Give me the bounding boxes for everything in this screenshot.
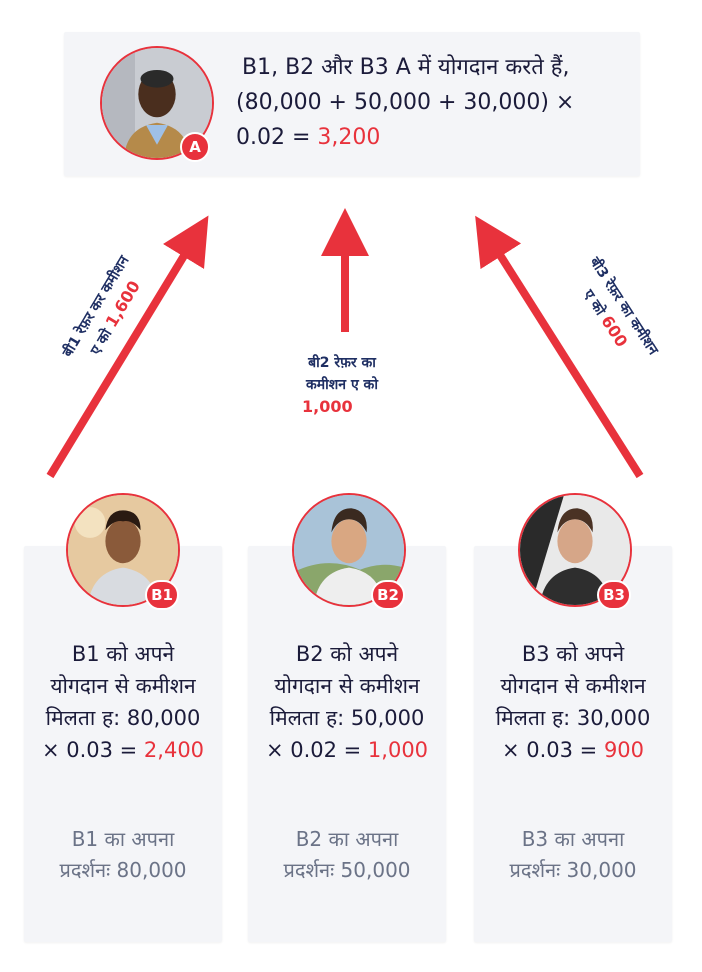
arrow-middle-label-line1: बी2 रेफ़र का: [308, 355, 376, 371]
card-b3: B3 को अपने योगदान से कमीशन मिलता ह: 30,0…: [474, 546, 672, 942]
top-description: B1, B2 और B3 A में योगदान करते हैं, (80,…: [236, 50, 636, 155]
top-line3: 0.02 = 3,200: [236, 125, 381, 150]
top-card: A B1, B2 और B3 A में योगदान करते हैं, (8…: [64, 32, 640, 176]
avatar-b3: [518, 493, 632, 607]
arrow-middle-label: बी2 रेफ़र का कमीशन ए को 1,000: [262, 352, 422, 418]
person-photo-icon: [68, 495, 178, 605]
card-b1-commission: B1 को अपने योगदान से कमीशन मिलता ह: 80,0…: [41, 642, 205, 762]
arrow-middle-label-line2: कमीशन ए को: [306, 377, 378, 393]
card-b3-performance: B3 का अपना प्रदर्शनः 30,000: [509, 827, 637, 882]
badge-a: A: [180, 132, 210, 162]
top-line1: B1, B2 और B3 A में योगदान करते हैं,: [242, 55, 570, 80]
badge-b1: B1: [145, 580, 179, 610]
arrow-right: [475, 215, 644, 479]
top-line2: (80,000 + 50,000 + 30,000) ×: [236, 90, 575, 115]
avatar-b1: [66, 493, 180, 607]
card-b2-commission: B2 को अपने योगदान से कमीशन मिलता ह: 50,0…: [265, 642, 429, 762]
card-b1-performance: B1 का अपना प्रदर्शनः 80,000: [59, 827, 187, 882]
card-b2-performance: B2 का अपना प्रदर्शनः 50,000: [283, 827, 411, 882]
arrow-middle-label-value: 1,000: [302, 397, 353, 416]
card-b2: B2 को अपने योगदान से कमीशन मिलता ह: 50,0…: [248, 546, 446, 942]
badge-b3: B3: [597, 580, 631, 610]
badge-b2: B2: [371, 580, 405, 610]
card-b1: B1 को अपने योगदान से कमीशन मिलता ह: 80,0…: [24, 546, 222, 942]
arrow-left: [46, 215, 209, 479]
card-b3-commission: B3 को अपने योगदान से कमीशन मिलता ह: 30,0…: [495, 642, 651, 762]
